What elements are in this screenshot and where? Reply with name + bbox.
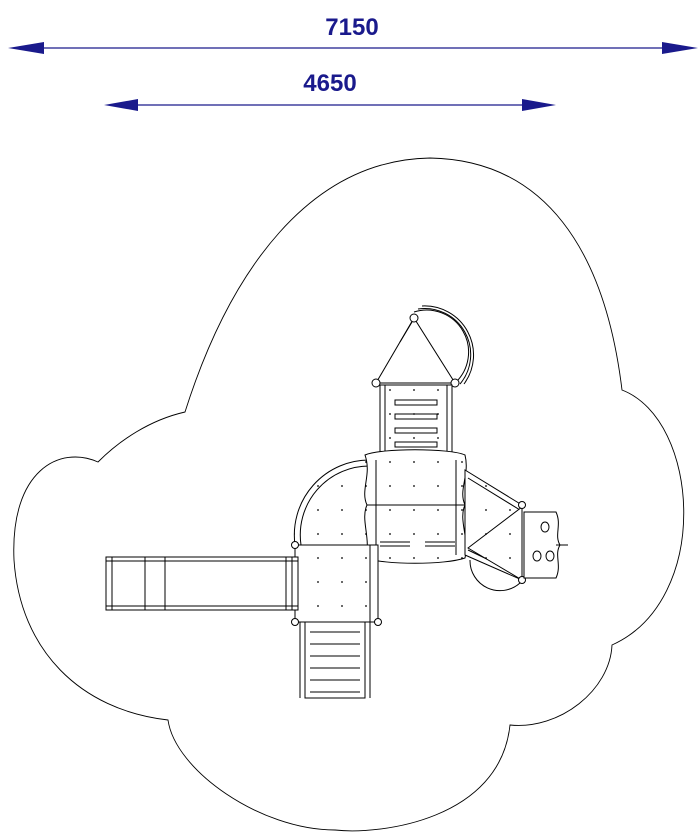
safety-zone-outline (13, 157, 685, 832)
central-deck (364, 449, 467, 564)
ladder (299, 621, 371, 699)
roof-top (371, 305, 475, 388)
curved-panel (293, 459, 371, 546)
dimension-line-inner (104, 99, 556, 111)
slide (105, 556, 299, 611)
lower-deck (291, 541, 382, 626)
right-bridge (464, 469, 526, 592)
upper-deck (379, 384, 453, 456)
climbing-panel (523, 511, 568, 579)
dimension-inner-label: 4650 (303, 70, 357, 97)
dimension-total-label: 7150 (325, 14, 379, 41)
dimension-line-total (8, 42, 698, 54)
